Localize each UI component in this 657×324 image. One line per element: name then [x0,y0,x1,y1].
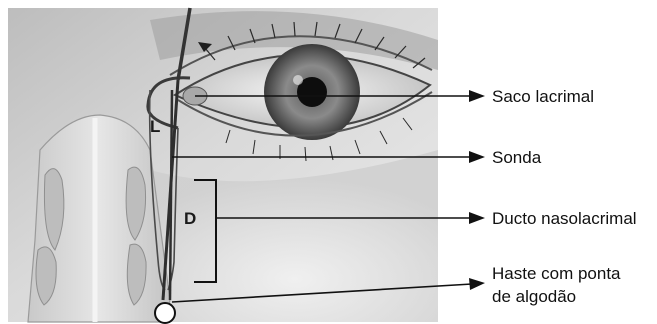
label-ducto-nasolacrimal: Ducto nasolacrimal [492,209,637,228]
marker-letter-d: D [184,209,196,228]
arrowhead-saco [469,90,485,102]
arrowhead-haste [469,278,485,290]
label-sonda: Sonda [492,148,542,167]
label-saco-lacrimal: Saco lacrimal [492,87,594,106]
illustration: L D [8,8,438,323]
eye-highlight [293,75,303,85]
marker-letter-l: L [150,117,160,136]
label-haste-line-1: Haste com ponta [492,264,621,283]
cotton-tip [155,303,175,323]
label-haste-line-2: de algodão [492,287,576,306]
arrowhead-ducto [469,212,485,224]
leader-arrowheads [469,90,485,290]
arrowhead-sonda [469,151,485,163]
